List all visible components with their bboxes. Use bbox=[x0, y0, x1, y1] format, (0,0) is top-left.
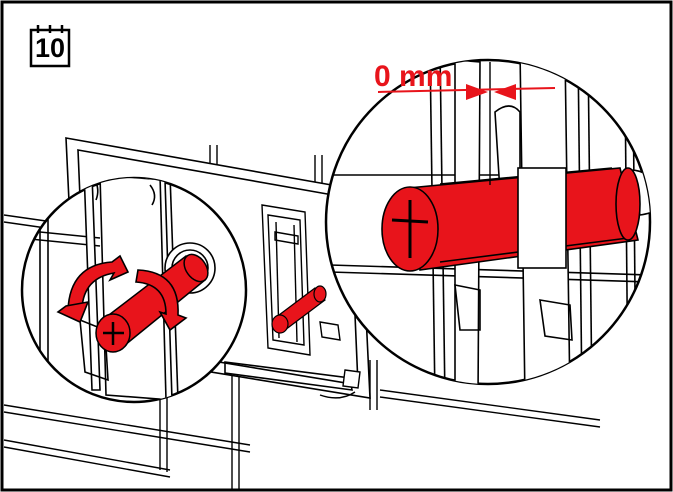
left-red-rod bbox=[95, 253, 209, 353]
right-red-rod bbox=[381, 167, 641, 272]
gap-dimension-label: 0 mm bbox=[374, 60, 453, 93]
center-red-rod bbox=[271, 285, 327, 334]
right-detail-view bbox=[324, 58, 652, 386]
left-detail-view bbox=[20, 176, 248, 404]
dimension-lines bbox=[377, 62, 556, 185]
rotate-arrows-icon bbox=[56, 254, 188, 332]
calendar-step-icon bbox=[29, 25, 71, 68]
step-number: 10 bbox=[34, 33, 66, 63]
